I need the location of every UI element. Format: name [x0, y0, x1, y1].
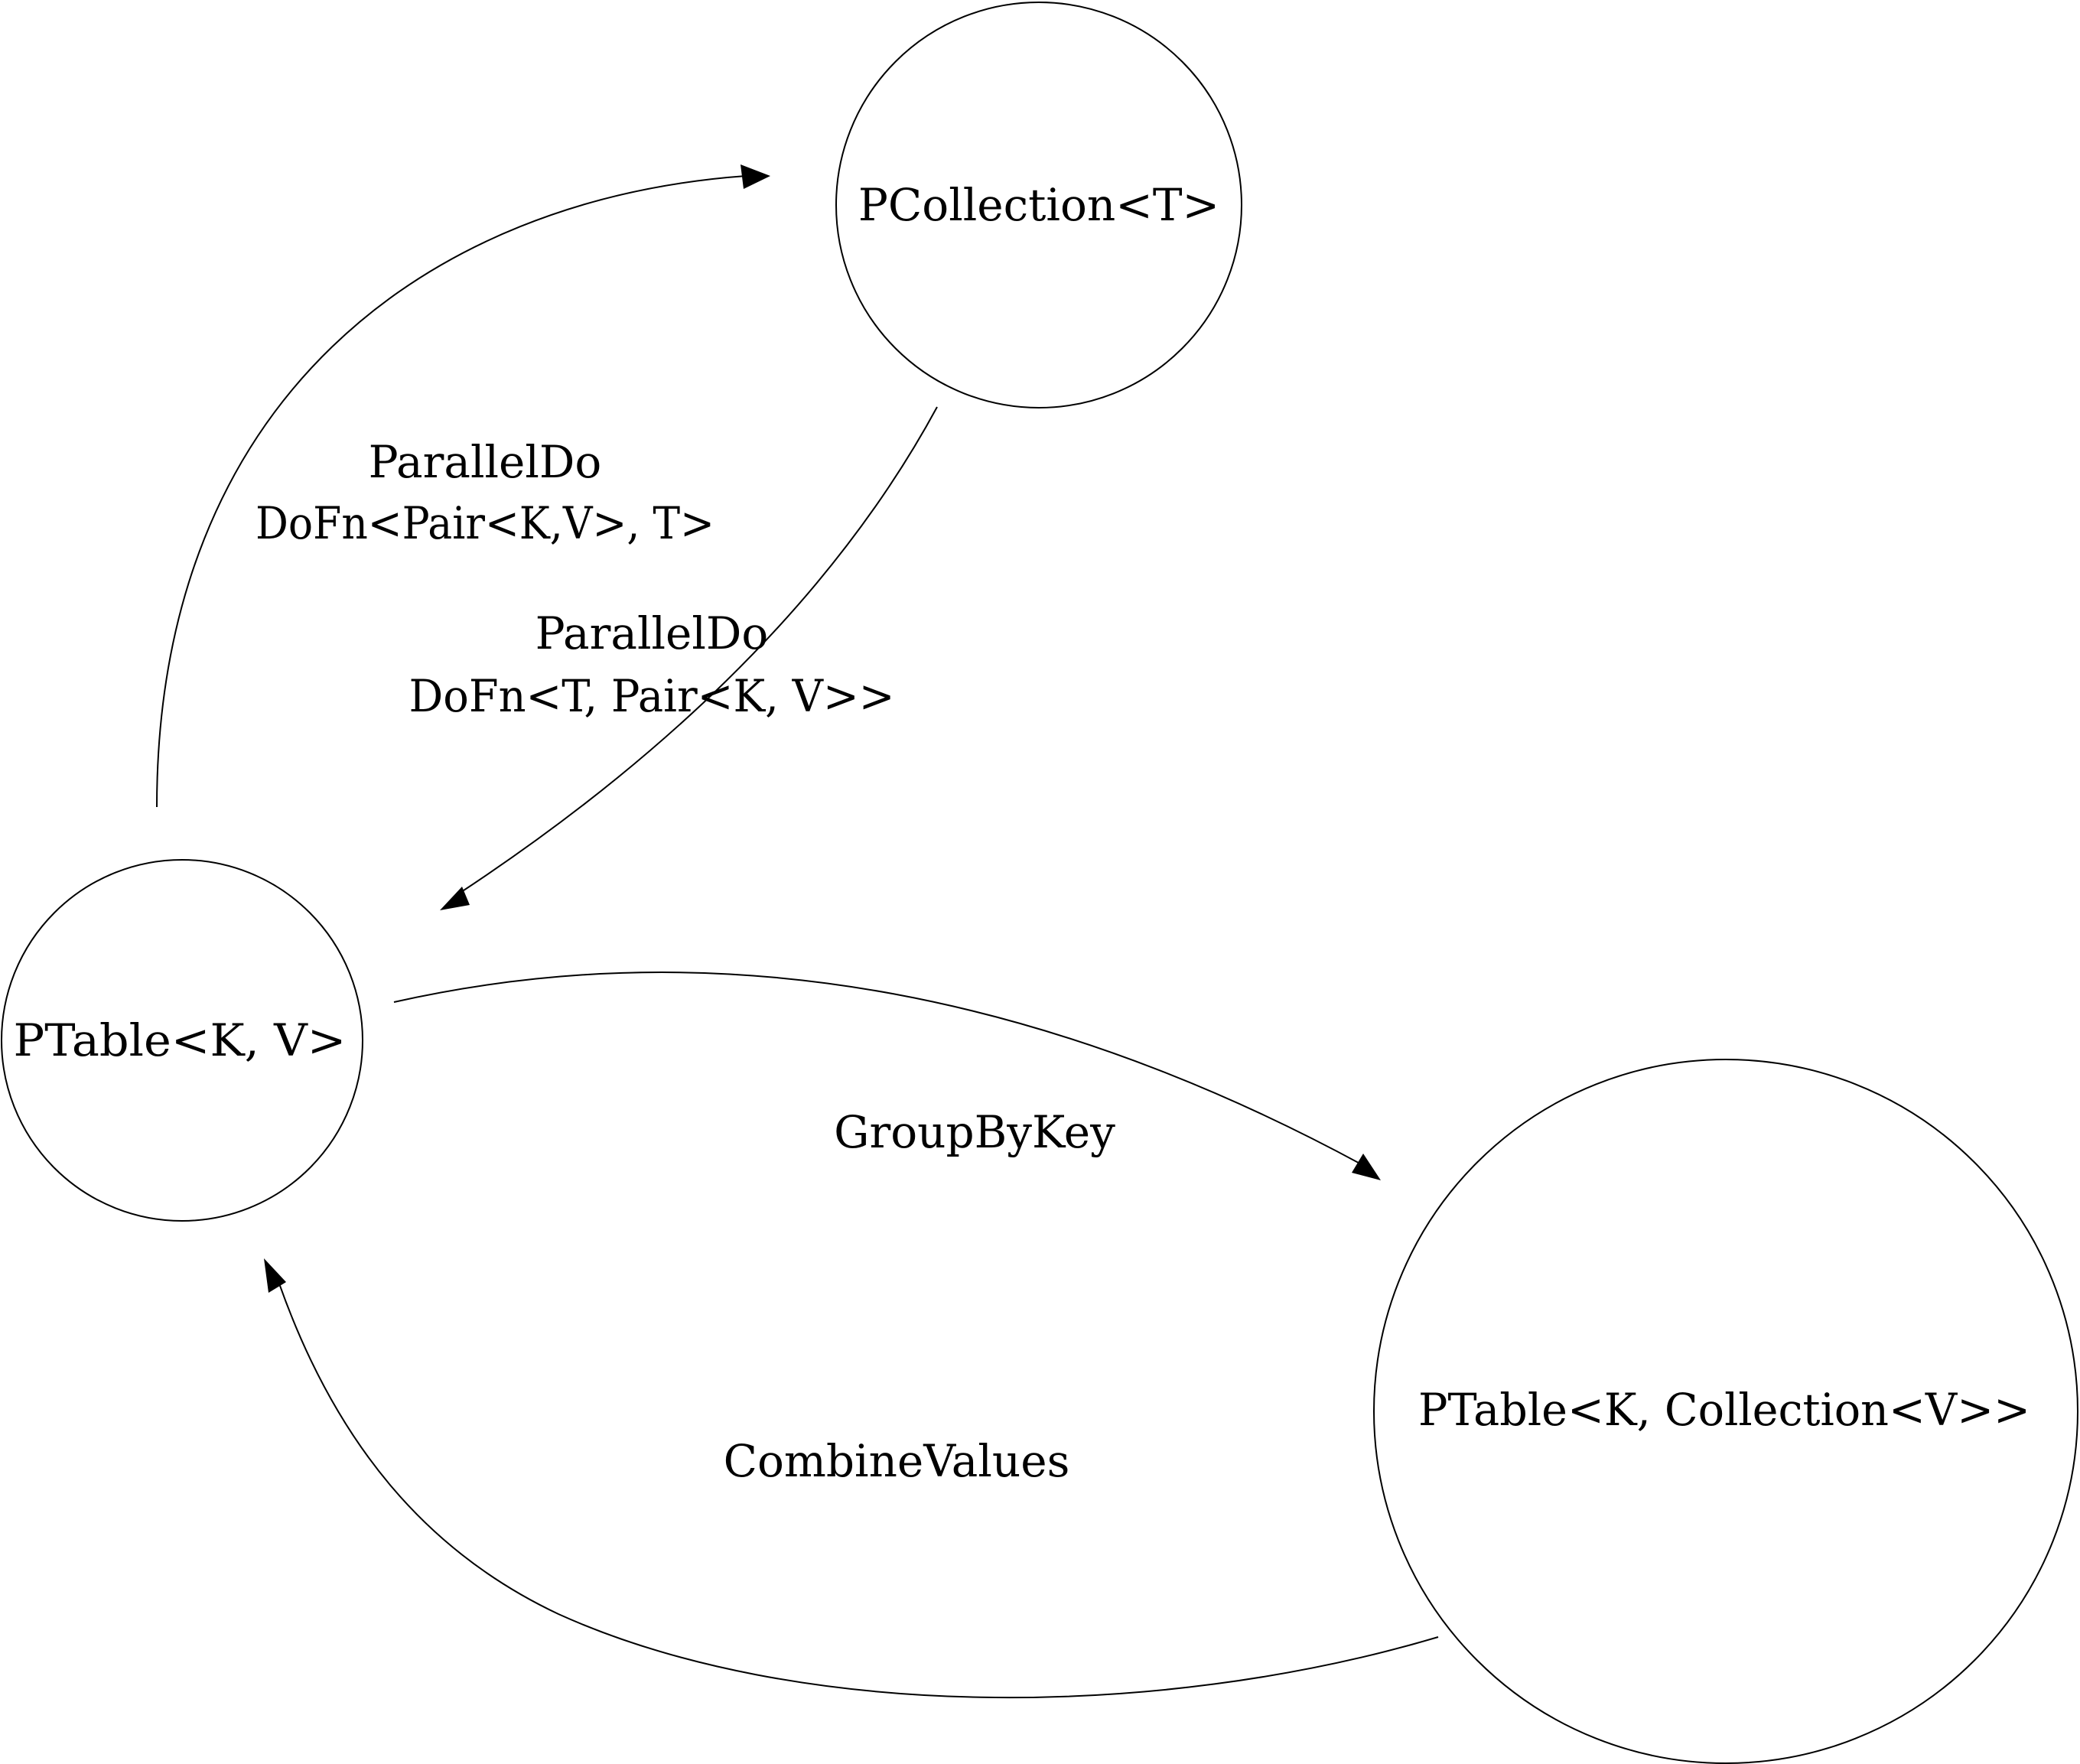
edge-pcollection-to-ptable-arrowhead [440, 887, 470, 910]
edge-combine-values-label: CombineValues [724, 1435, 1070, 1487]
edge-pcollection-to-ptable-line [458, 406, 938, 894]
edge-pcollection-to-ptable-label-2: DoFn<T, Pair<K, V>> [409, 670, 895, 722]
node-pcollection: PCollection<T> [835, 2, 1242, 408]
ptable-circle [1, 859, 363, 1222]
ptable-collection-circle [1373, 1059, 2078, 1764]
edge-ptable-to-pcollection-label-1: ParallelDo [369, 436, 602, 488]
edge-pcollection-to-ptable-label-1: ParallelDo [535, 607, 769, 659]
ptable-collection-label: PTable<K, Collection<V>> [1418, 1384, 2030, 1436]
ptable-label: PTable<K, V> [14, 1014, 347, 1066]
edge-group-by-key-label: GroupByKey [834, 1106, 1115, 1158]
pcollection-label: PCollection<T> [858, 179, 1219, 231]
edge-combine-values-line [278, 1283, 1439, 1699]
edge-ptable-to-pcollection-line [156, 175, 747, 808]
edge-group-by-key: GroupByKey [393, 972, 1381, 1180]
node-ptable-collection: PTable<K, Collection<V>> [1373, 1059, 2078, 1764]
edge-ptable-to-pcollection-label-2: DoFn<Pair<K,V>, T> [256, 497, 714, 549]
edge-group-by-key-line [393, 972, 1366, 1167]
pcollection-circle [835, 2, 1242, 408]
edge-combine-values-arrowhead [264, 1258, 286, 1293]
edge-ptable-to-pcollection: ParallelDo DoFn<Pair<K,V>, T> [156, 164, 770, 808]
edge-combine-values: CombineValues [264, 1258, 1439, 1699]
edge-group-by-key-arrowhead [1352, 1154, 1381, 1180]
node-ptable: PTable<K, V> [1, 859, 363, 1222]
edge-pcollection-to-ptable: ParallelDo DoFn<T, Pair<K, V>> [409, 406, 938, 910]
edge-ptable-to-pcollection-arrowhead [741, 164, 770, 189]
